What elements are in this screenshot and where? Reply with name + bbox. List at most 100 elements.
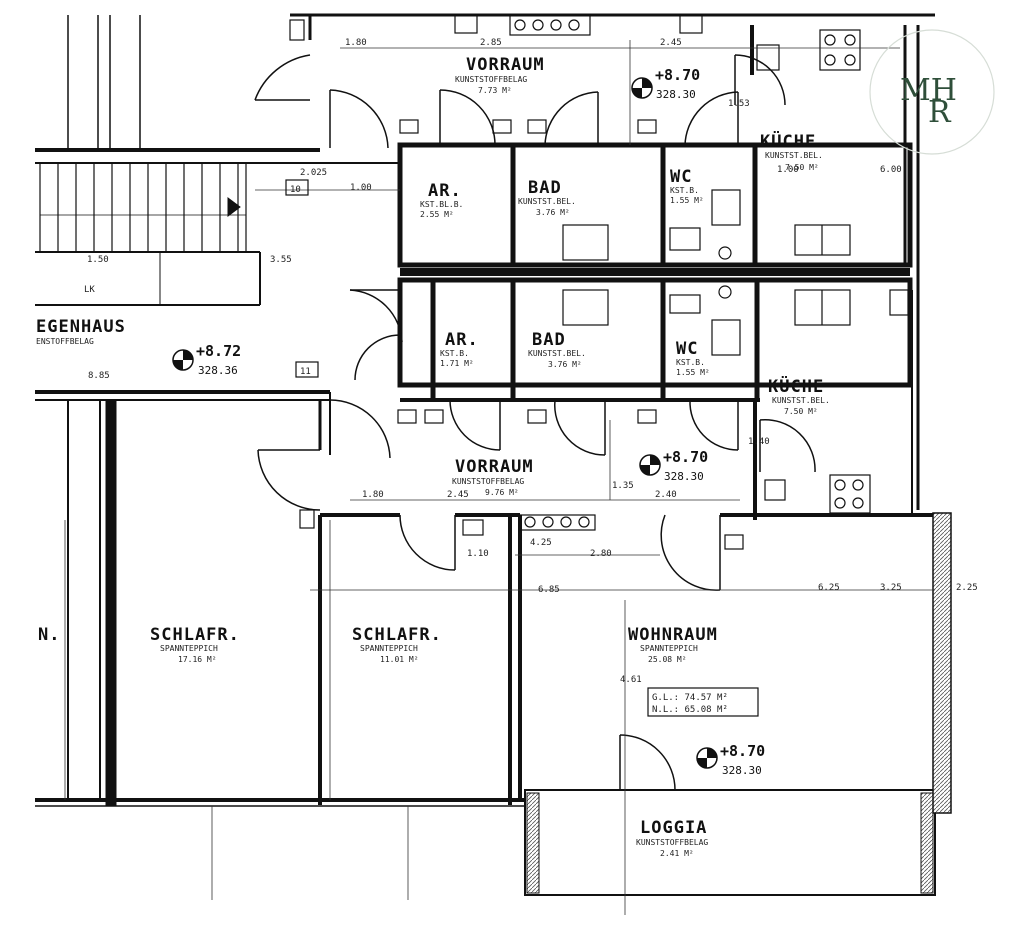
room-name-loggia: LOGGIA — [640, 818, 707, 838]
dim-13: 6.85 — [538, 585, 560, 595]
room-floor-schlaf-1: SPANNTEPPICH — [160, 644, 218, 653]
room-area-wc-top: 1.55 M² — [670, 196, 704, 205]
dim-20: 8.85 — [88, 371, 110, 381]
room-floor-stiegenhaus: ENSTOFFBELAG — [36, 337, 94, 346]
room-area-vorraum-bot: 9.76 M² — [485, 488, 519, 497]
level-marker-2: +8.72 328.36 — [172, 342, 241, 377]
room-name-ar-top: AR. — [428, 181, 462, 201]
fixtures — [289, 14, 909, 550]
room-area-ar-top: 2.55 M² — [420, 210, 454, 219]
room-area-schlaf-2: 11.01 M² — [380, 655, 419, 664]
label-lk: LK — [84, 285, 95, 295]
svg-text:328.30: 328.30 — [656, 88, 696, 101]
room-floor-wohnraum: SPANNTEPPICH — [640, 644, 698, 653]
dimension-lines — [64, 40, 935, 915]
doors — [254, 54, 816, 791]
logo-mark-bottom: R — [928, 95, 952, 130]
room-floor-bad-bot: KUNSTST.BEL. — [528, 349, 586, 358]
room-area-bad-bot: 3.76 M² — [548, 360, 582, 369]
room-area-vorraum-top: 7.73 M² — [478, 86, 512, 95]
room-area-loggia: 2.41 M² — [660, 849, 694, 858]
net-area: N.L.: 65.08 M² — [652, 705, 728, 715]
dim-14: 6.25 — [818, 583, 840, 593]
dim-2: 2.85 — [480, 38, 502, 48]
room-name-stiegenhaus: EGENHAUS — [36, 317, 126, 337]
dimension-texts: 1.80 2.85 2.45 3.55 1.50 1.00 2.025 1.80… — [87, 38, 978, 685]
stair-number-box-10 — [285, 179, 309, 196]
brand-logo: MH R — [869, 29, 995, 155]
dim-16: 1.53 — [728, 99, 750, 109]
room-area-kueche-top: 7.50 M² — [785, 163, 819, 172]
room-labels: VORRAUM KUNSTSTOFFBELAG 7.73 M² KÜCHE KU… — [36, 55, 830, 858]
dim-22: 3.25 — [880, 583, 902, 593]
level-markers: +8.70 328.30 +8.72 328.36 +8.70 328.30 +… — [172, 66, 765, 777]
room-floor-wc-top: KST.B. — [670, 186, 699, 195]
level-marker-3: +8.70 328.30 — [639, 448, 708, 483]
room-name-ar-bot: AR. — [445, 330, 479, 350]
svg-text:+8.70: +8.70 — [655, 66, 700, 84]
walls — [35, 13, 952, 896]
room-floor-ar-bot: KST.B. — [440, 349, 469, 358]
label-n: N. — [38, 625, 60, 645]
room-name-vorraum-bot: VORRAUM — [455, 457, 534, 477]
dim-17: 1.40 — [748, 437, 770, 447]
svg-text:328.36: 328.36 — [198, 364, 238, 377]
stair-number-10: 10 — [290, 185, 301, 195]
room-area-ar-bot: 1.71 M² — [440, 359, 474, 368]
room-floor-ar-top: KST.BL.B. — [420, 200, 463, 209]
stair-number-11: 11 — [300, 367, 311, 377]
room-area-wc-bot: 1.55 M² — [676, 368, 710, 377]
svg-text:328.30: 328.30 — [664, 470, 704, 483]
dim-23: 4.61 — [620, 675, 642, 685]
svg-text:+8.70: +8.70 — [663, 448, 708, 466]
room-name-bad-top: BAD — [528, 178, 562, 198]
dim-19: 6.00 — [880, 165, 902, 175]
room-area-kueche-bot: 7.50 M² — [784, 407, 818, 416]
dim-18: 1.00 — [777, 165, 799, 175]
gross-area: G.L.: 74.57 M² — [652, 693, 728, 703]
dim-6: 1.00 — [350, 183, 372, 193]
dim-7: 2.025 — [300, 168, 327, 178]
dim-10: 2.40 — [655, 490, 677, 500]
room-floor-wc-bot: KST.B. — [676, 358, 705, 367]
area-summary-box: G.L.: 74.57 M² N.L.: 65.08 M² — [647, 687, 759, 717]
room-area-wohnraum: 25.08 M² — [648, 655, 687, 664]
room-name-kueche-top: KÜCHE — [760, 130, 816, 152]
room-name-kueche-bot: KÜCHE — [768, 375, 824, 397]
dim-12: 2.80 — [590, 549, 612, 559]
dim-8: 1.80 — [362, 490, 384, 500]
svg-text:328.30: 328.30 — [722, 764, 762, 777]
room-name-wc-top: WC — [670, 167, 692, 187]
room-floor-bad-top: KUNSTST.BEL. — [518, 197, 576, 206]
dim-3: 2.45 — [660, 38, 682, 48]
room-name-schlaf-2: SCHLAFR. — [352, 625, 442, 645]
dim-5: 1.50 — [87, 255, 109, 265]
room-floor-vorraum-bot: KUNSTSTOFFBELAG — [452, 477, 524, 486]
level-marker-4: +8.70 328.30 — [696, 742, 765, 777]
dim-11: 1.10 — [467, 549, 489, 559]
dim-1: 1.80 — [345, 38, 367, 48]
room-floor-vorraum-top: KUNSTSTOFFBELAG — [455, 75, 527, 84]
logo-mark-top: MH — [900, 73, 957, 108]
dim-15: 4.25 — [530, 538, 552, 548]
room-area-bad-top: 3.76 M² — [536, 208, 570, 217]
room-floor-schlaf-2: SPANNTEPPICH — [360, 644, 418, 653]
room-floor-kueche-bot: KUNSTST.BEL. — [772, 396, 830, 405]
room-area-schlaf-1: 17.16 M² — [178, 655, 217, 664]
svg-text:+8.72: +8.72 — [196, 342, 241, 360]
dim-4: 3.55 — [270, 255, 292, 265]
room-name-vorraum-top: VORRAUM — [466, 55, 545, 75]
room-name-bad-bot: BAD — [532, 330, 566, 350]
room-name-schlaf-1: SCHLAFR. — [150, 625, 240, 645]
dim-9: 2.45 — [447, 490, 469, 500]
svg-text:+8.70: +8.70 — [720, 742, 765, 760]
dim-24: 1.35 — [612, 481, 634, 491]
level-marker-1: +8.70 328.30 — [631, 66, 700, 101]
dim-21: 2.25 — [956, 583, 978, 593]
room-floor-kueche-top: KUNSTST.BEL. — [765, 151, 823, 160]
room-name-wc-bot: WC — [676, 339, 698, 359]
stair-number-box-11 — [295, 361, 319, 378]
room-floor-loggia: KUNSTSTOFFBELAG — [636, 838, 708, 847]
room-name-wohnraum: WOHNRAUM — [628, 625, 718, 645]
